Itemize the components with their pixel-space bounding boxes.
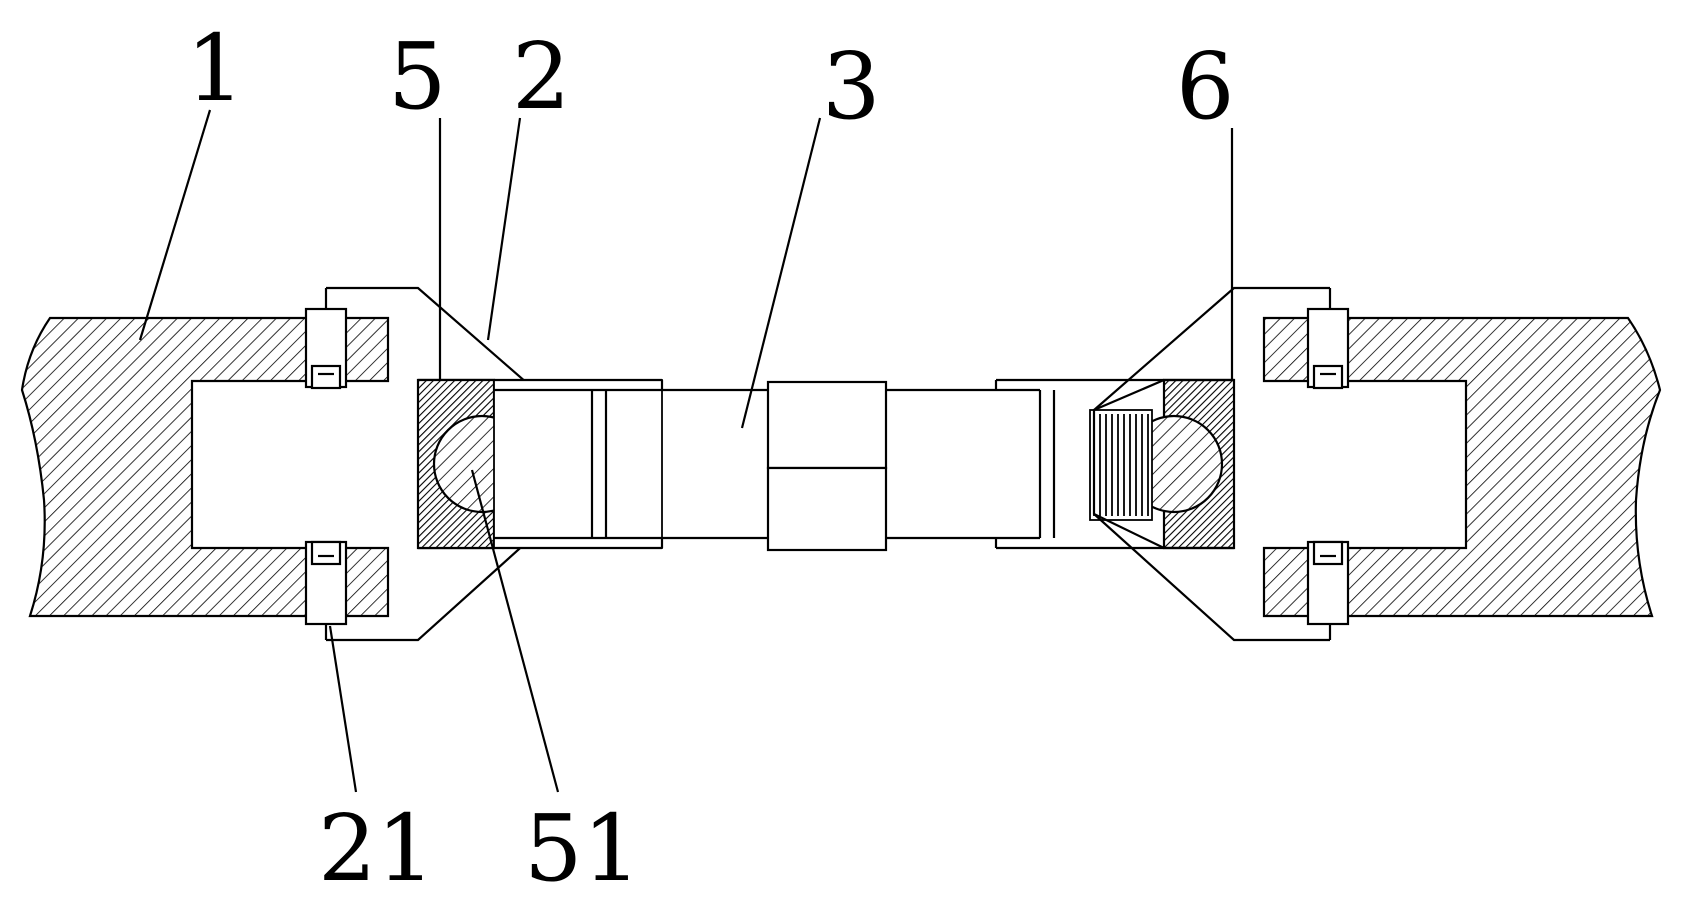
right-bolt-lower [1306,540,1350,626]
label-21: 21 [318,795,435,898]
label-5: 5 [388,23,447,130]
center-rod [493,378,1164,550]
label-1: 1 [186,15,245,122]
label-51: 51 [524,795,641,898]
label-6: 6 [1176,33,1235,140]
label-3: 3 [822,33,881,140]
right-bracket [1092,286,1330,642]
left-bolt-lower [304,540,348,626]
leader-2 [486,117,522,341]
right-bolt-upper [1306,307,1350,390]
leader-51 [470,469,560,793]
leader-21 [328,625,358,793]
left-fork-body [20,316,390,618]
leader-3 [740,117,822,429]
leader-1 [138,109,212,341]
left-bolt-upper [304,307,348,390]
label-2: 2 [512,23,571,130]
center-coupler [766,380,888,552]
right-spring [1089,409,1153,521]
right-fork-body [1262,316,1662,618]
